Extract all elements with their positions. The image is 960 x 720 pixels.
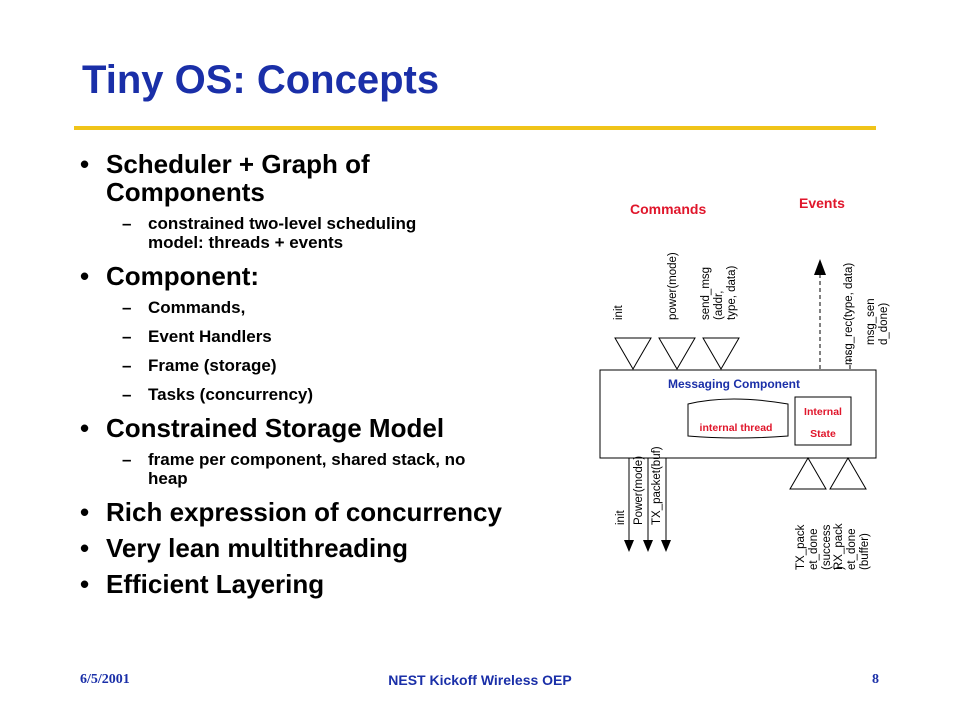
sub-bullet-text: constrained two-level scheduling (148, 214, 417, 233)
bullet-item: Rich expression of concurrency (78, 498, 618, 526)
bullet-text: Efficient Layering (106, 569, 325, 599)
sub-bullet-text: Event Handlers (148, 327, 272, 346)
command-triangle (702, 337, 740, 370)
bullet-text: Component: (106, 261, 260, 291)
command-triangle (614, 337, 652, 370)
lower-command-label: TX_packet(buf) (651, 446, 663, 525)
sub-bullet-item: –Tasks (concurrency) (122, 385, 314, 404)
sub-bullet-text: Frame (storage) (148, 356, 277, 375)
event-triangle (789, 457, 827, 490)
command-triangle (658, 337, 696, 370)
sub-bullet-text: heap (148, 469, 188, 488)
messaging-component-diagram: Commands Events init power(mode) send_msg(ad… (599, 195, 890, 570)
sub-bullet-text: model: threads + events (148, 233, 344, 252)
bullet-item: Constrained Storage Model (78, 414, 618, 442)
event-label: msg_sen (865, 298, 877, 345)
slide-title: Tiny OS: Concepts (82, 58, 440, 102)
bullet-item: Very lean multithreading (78, 534, 618, 562)
bullet-item: Component: (78, 262, 618, 290)
sub-bullet-text: Commands, (148, 298, 246, 317)
command-label: (addr, (713, 291, 725, 320)
bullet-text: Constrained Storage Model (106, 413, 445, 443)
lower-command-label: init (615, 509, 627, 525)
lower-event-label: TX_pack (795, 524, 807, 570)
bullet-text: Rich expression of concurrency (106, 497, 502, 527)
lower-event-label: et_done (808, 528, 820, 570)
event-label: msg_rec(type, data) (843, 263, 855, 365)
lower-event-label: (success (821, 524, 833, 570)
lower-event-label: (buffer) (859, 533, 871, 570)
bullet-text: Components (106, 177, 265, 207)
page-number: 8 (872, 672, 879, 687)
bullet-text: Scheduler + Graph of (106, 149, 370, 179)
lower-event-label: ) (834, 566, 846, 570)
sub-bullet-item: –Frame (storage) (122, 356, 277, 375)
command-label: send_msg (700, 267, 712, 320)
bullet-item: Efficient Layering (78, 570, 618, 598)
bullet-text: Very lean multithreading (106, 533, 408, 563)
event-triangle (829, 457, 867, 490)
component-label: Messaging Component (668, 377, 800, 391)
lower-command-label: Power(mode) (633, 456, 645, 525)
lower-event-label: RX_pack (833, 523, 845, 570)
sub-bullet-item: –Commands, (122, 298, 246, 317)
command-label: type, data) (726, 265, 738, 320)
command-label: power(mode) (667, 252, 679, 320)
sub-bullet-item: –Event Handlers (122, 327, 272, 346)
internal-state-label: Internal (804, 406, 842, 418)
up-arrow-icon (814, 259, 826, 275)
down-arrow-icon (661, 540, 671, 552)
title-underline (74, 126, 876, 130)
internal-thread-label: internal thread (700, 422, 773, 434)
internal-thread-box (687, 398, 789, 439)
event-label: d_done) (878, 303, 890, 345)
lower-event-label: et_done (846, 528, 858, 570)
footer-title: NEST Kickoff Wireless OEP (388, 672, 572, 688)
footer-date: 6/5/2001 (80, 672, 130, 687)
sub-bullet-text: frame per component, shared stack, no (148, 450, 466, 469)
sub-bullet-text: Tasks (concurrency) (148, 385, 314, 404)
internal-state-label: State (810, 428, 836, 440)
down-arrow-icon (624, 540, 634, 552)
command-label: init (613, 304, 625, 320)
down-arrow-icon (643, 540, 653, 552)
internal-state-box (794, 396, 852, 446)
commands-label: Commands (630, 201, 706, 217)
events-label: Events (799, 195, 845, 211)
